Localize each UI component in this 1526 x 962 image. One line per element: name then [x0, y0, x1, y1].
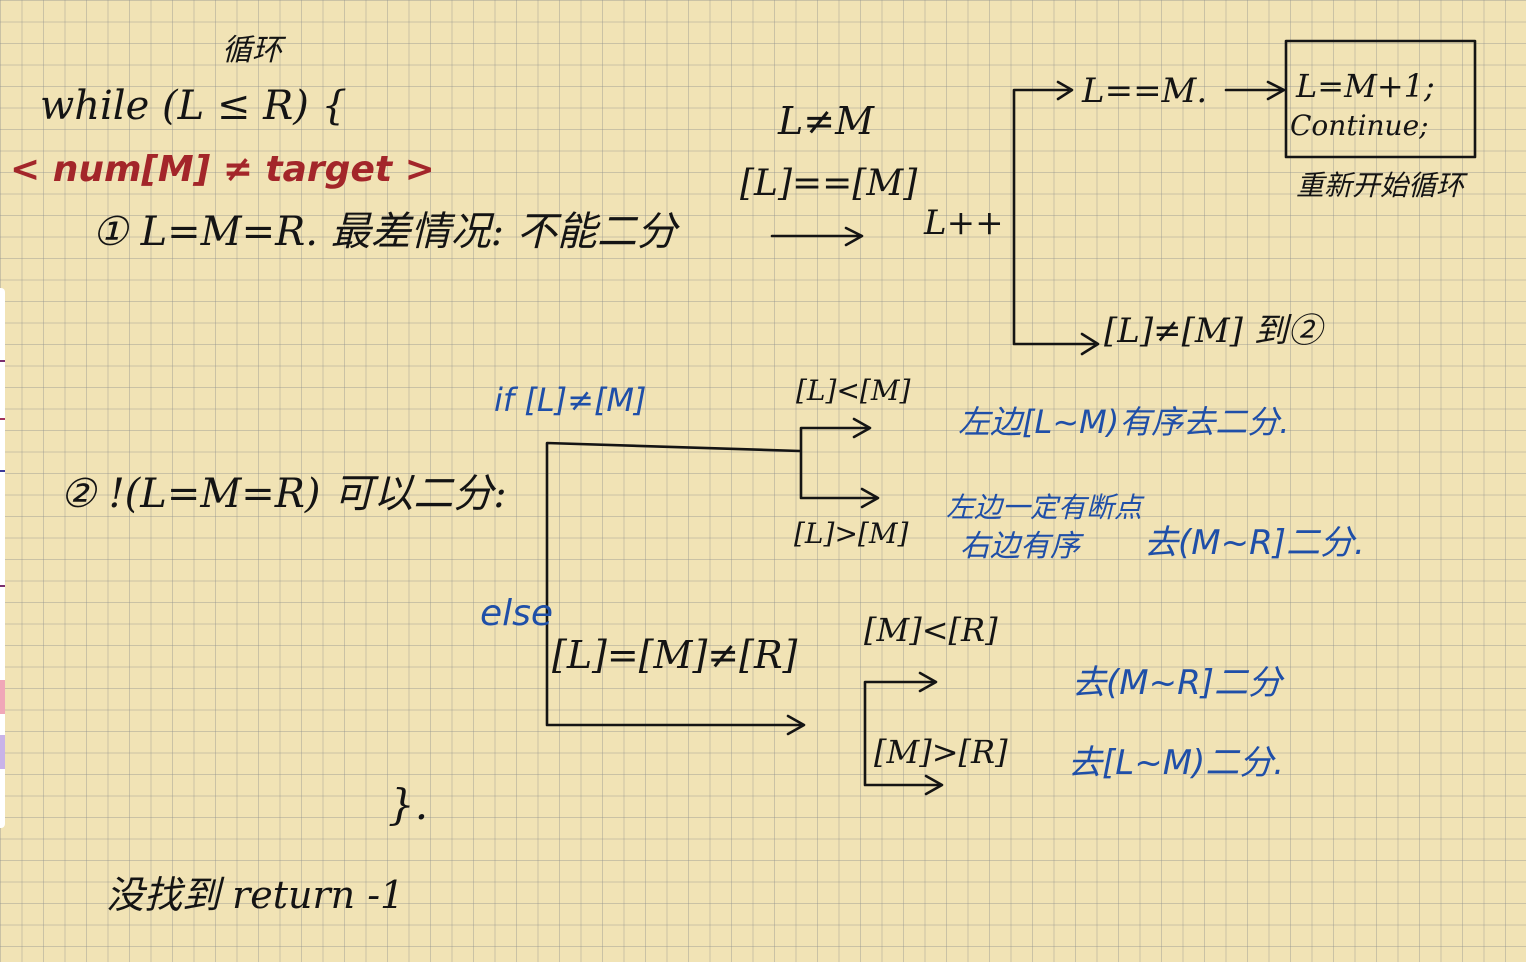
loop-label: 循环: [222, 33, 282, 68]
arrow-head: [852, 417, 872, 439]
l-plus-plus: L++: [924, 203, 1004, 243]
while-line: while (L ≤ R) {: [40, 83, 347, 129]
l-eq-m-check: [L]==[M]: [740, 163, 918, 204]
go-left: 去[L~M)二分.: [1068, 743, 1285, 783]
arrow-to-box: [1224, 80, 1286, 101]
not-found: 没找到 return -1: [106, 873, 405, 917]
condition-red: < num[M] ≠ target >: [10, 149, 435, 190]
arrow-head: [786, 714, 806, 736]
box-line1: L=M+1;: [1296, 67, 1435, 105]
l-eqeq-m: L==M.: [1082, 71, 1208, 111]
go-right-1: 去(M~R]二分.: [1144, 523, 1365, 563]
go-to-2: [L]≠[M] 到②: [1104, 311, 1322, 351]
branch-bracket-lm: [799, 426, 878, 500]
l-lt-m: [L]<[M]: [796, 374, 911, 407]
strip-tick: [0, 418, 5, 420]
branch-bracket-case2: [545, 441, 802, 727]
case1-text: ① L=M=R. 最差情况: 不能二分: [92, 209, 677, 255]
go-right-2: 去(M~R]二分: [1072, 663, 1282, 703]
l-eq-m-ne-r: [L]=[M]≠[R]: [552, 633, 798, 677]
left-edge-strip: [0, 288, 5, 828]
arrow-head: [1080, 332, 1100, 356]
l-gt-m: [L]>[M]: [794, 517, 909, 550]
close-brace: }.: [388, 780, 429, 829]
arrow-head: [860, 487, 880, 509]
else-label: else: [480, 593, 554, 634]
arrow-head: [918, 671, 938, 693]
if-l-ne-m: if [L]≠[M]: [494, 381, 647, 419]
left-break: 左边一定有断点: [946, 491, 1143, 524]
arrow-head: [1056, 80, 1074, 101]
box-line2: Continue;: [1290, 109, 1429, 142]
l-ne-m: L≠M: [778, 99, 874, 143]
strip-tick: [0, 360, 5, 362]
strip-tick: [0, 585, 5, 587]
branch-bracket-mr: [863, 680, 942, 787]
m-gt-r: [M]>[R]: [874, 733, 1008, 771]
strip-tick: [0, 470, 5, 472]
arrow-case1: [770, 226, 864, 247]
left-sorted: 左边[L~M)有序去二分.: [958, 403, 1290, 441]
continue-box: [1284, 39, 1477, 159]
right-sorted: 右边有序: [960, 529, 1080, 564]
case2-text: ② !(L=M=R) 可以二分:: [60, 471, 507, 517]
strip-tick: [0, 680, 5, 714]
branch-bracket-top: [1012, 88, 1096, 346]
restart-text: 重新开始循环: [1296, 169, 1465, 202]
arrow-head: [924, 774, 944, 796]
m-lt-r: [M]<[R]: [864, 611, 998, 649]
strip-tick: [0, 735, 5, 769]
